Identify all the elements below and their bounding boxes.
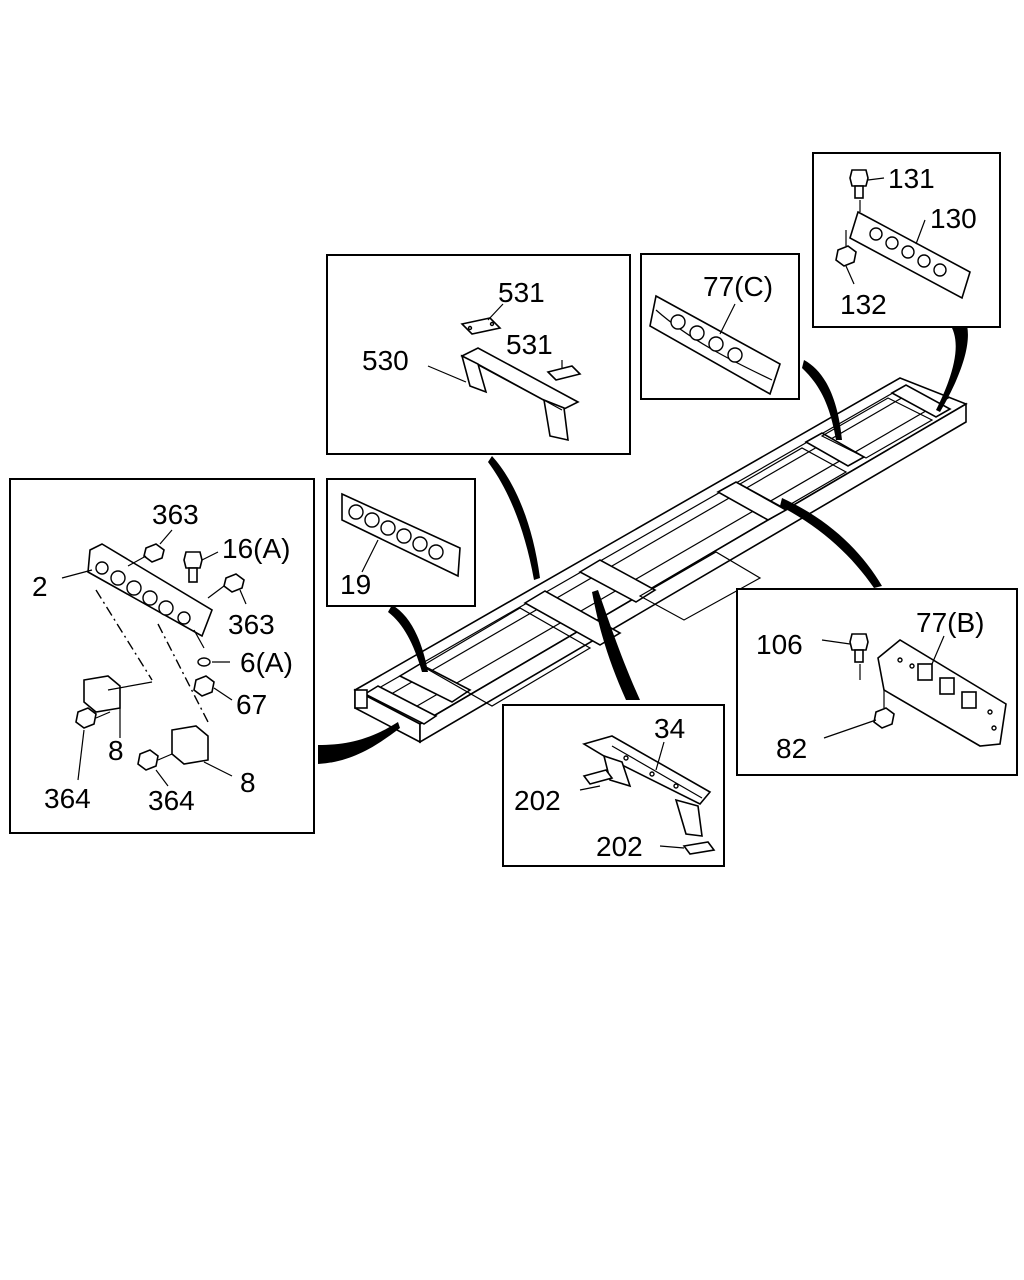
detail-box-front-crossmember: 363 16(A) 2 363 6(A) 67 8 8 364 364 — [9, 478, 315, 834]
label-364-right: 364 — [148, 785, 195, 816]
label-8-right: 8 — [240, 767, 256, 798]
label-530: 530 — [362, 345, 409, 376]
detail-box-crossmember-130: 131 130 132 — [812, 152, 1001, 328]
label-67: 67 — [236, 689, 267, 720]
label-531-right: 531 — [506, 329, 553, 360]
label-2: 2 — [32, 571, 48, 602]
label-16a: 16(A) — [222, 533, 290, 564]
label-77c: 77(C) — [703, 271, 773, 302]
label-106: 106 — [756, 629, 803, 660]
detail-box-crossmember-34: 34 202 202 — [502, 704, 725, 867]
detail-box-crossmember-77b: 106 77(B) 82 — [736, 588, 1018, 776]
label-77b: 77(B) — [916, 607, 984, 638]
label-132: 132 — [840, 289, 887, 320]
label-202-bottom: 202 — [596, 831, 643, 862]
label-131: 131 — [888, 163, 935, 194]
label-82: 82 — [776, 733, 807, 764]
label-34: 34 — [654, 713, 685, 744]
label-364-left: 364 — [44, 783, 91, 814]
label-531-top: 531 — [498, 277, 545, 308]
detail-box-crossmember-530: 531 531 530 — [326, 254, 631, 455]
label-363-right: 363 — [228, 609, 275, 640]
label-8-left: 8 — [108, 735, 124, 766]
detail-box-crossmember-77c: 77(C) — [640, 253, 800, 400]
detail-box-crossmember-19: 19 — [326, 478, 476, 607]
label-202-left: 202 — [514, 785, 561, 816]
label-130: 130 — [930, 203, 977, 234]
label-363-top: 363 — [152, 499, 199, 530]
main-chassis-frame — [353, 377, 968, 744]
label-19: 19 — [340, 569, 371, 600]
label-6a: 6(A) — [240, 647, 293, 678]
